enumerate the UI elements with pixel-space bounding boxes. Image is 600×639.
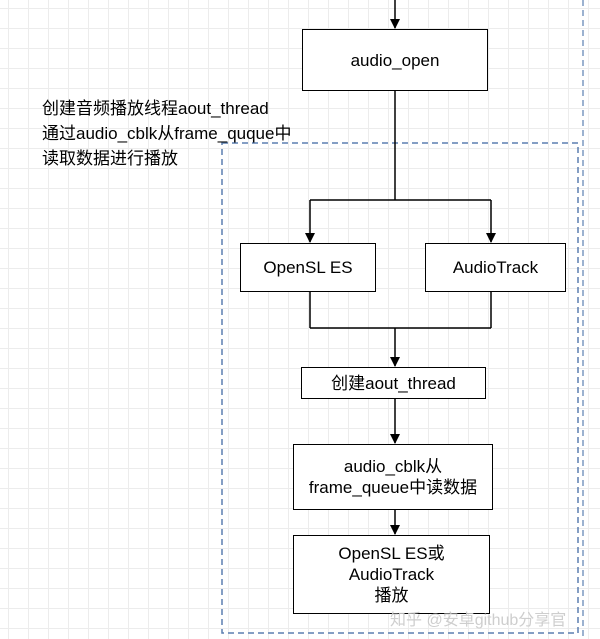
thread-description-note: 创建音频播放线程aout_thread 通过audio_cblk从frame_q… [42, 99, 292, 168]
play-label: OpenSL ES或 AudioTrack 播放 [338, 544, 445, 605]
audio-open-node: audio_open [302, 29, 488, 91]
create-thread-node: 创建aout_thread [301, 367, 486, 399]
play-node: OpenSL ES或 AudioTrack 播放 [293, 535, 490, 614]
audio-open-label: audio_open [350, 50, 440, 70]
read-data-label: audio_cblk从 frame_queue中读数据 [308, 457, 478, 497]
opensl-es-label: OpenSL ES [263, 258, 353, 277]
opensl-es-node: OpenSL ES [240, 243, 376, 292]
watermark: 知乎 @安卓github分享官 [390, 612, 567, 629]
audiotrack-node: AudioTrack [425, 243, 566, 292]
audiotrack-label: AudioTrack [452, 258, 539, 277]
dashed-group-border [221, 142, 579, 634]
create-thread-label: 创建aout_thread [331, 373, 456, 393]
read-data-node: audio_cblk从 frame_queue中读数据 [293, 444, 493, 510]
